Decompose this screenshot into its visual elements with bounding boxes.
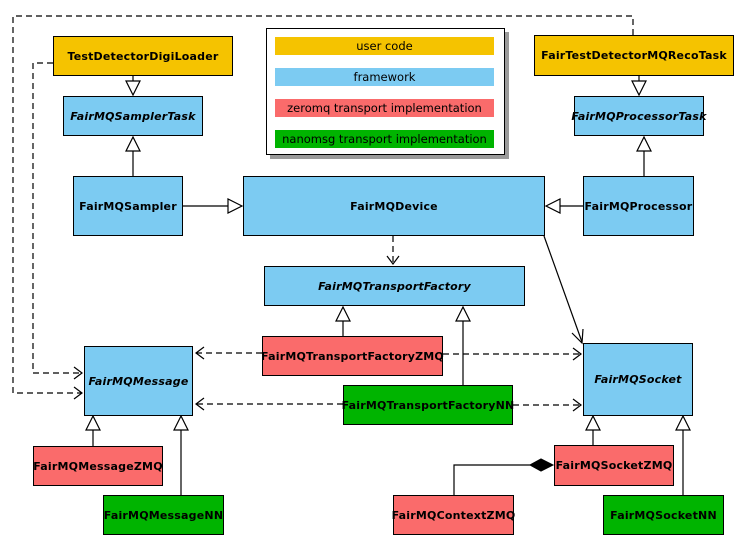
node-fairmqmessage: FairMQMessage bbox=[84, 346, 193, 416]
edge-tfnn-depends-message bbox=[195, 397, 343, 411]
edge-messagenn-extends-message bbox=[173, 414, 189, 495]
node-fairmqsampler: FairMQSampler bbox=[73, 176, 183, 236]
edge-tfnn-extends-transportfactory bbox=[455, 305, 471, 385]
node-fairmqtransportfactoryzmq: FairMQTransportFactoryZMQ bbox=[261, 336, 444, 376]
node-fairmqsocketzmq: FairMQSocketZMQ bbox=[554, 445, 674, 486]
edge-tfnn-depends-socket bbox=[513, 398, 582, 412]
edge-socketzmq-composition-contextzmq bbox=[453, 458, 555, 495]
edge-tfzmq-depends-message bbox=[195, 346, 262, 360]
node-fairmqtransportfactorynn: FairMQTransportFactoryNN bbox=[342, 385, 514, 425]
edge-messagezmq-extends-message bbox=[85, 414, 101, 446]
edge-tfzmq-depends-socket bbox=[443, 347, 582, 361]
edge-processor-extends-device bbox=[544, 198, 583, 214]
node-fairmqmessagezmq: FairMQMessageZMQ bbox=[33, 446, 163, 486]
node-fairmqmessagenn: FairMQMessageNN bbox=[103, 495, 224, 535]
edge-digiloader-extends-samplertask bbox=[125, 76, 141, 97]
edge-processor-extends-processortask bbox=[636, 135, 652, 176]
legend-item-zeromq: zeromq transport implementation bbox=[275, 99, 494, 117]
node-fairmqprocessor: FairMQProcessor bbox=[583, 176, 694, 236]
edge-device-depends-transportfactory bbox=[386, 236, 400, 265]
node-fairmqdevice: FairMQDevice bbox=[243, 176, 545, 236]
legend-item-framework: framework bbox=[275, 68, 494, 86]
node-testdetectordigiloader: TestDetectorDigiLoader bbox=[53, 36, 233, 76]
node-fairmqtransportfactory: FairMQTransportFactory bbox=[264, 266, 525, 306]
edge-sampler-extends-samplertask bbox=[125, 135, 141, 176]
edge-recotask-extends-processortask bbox=[631, 76, 647, 97]
edge-device-association-socket bbox=[543, 235, 584, 345]
node-fairmqprocessortask: FairMQProcessorTask bbox=[571, 96, 706, 136]
edge-recotask-depends-message bbox=[12, 15, 634, 400]
legend-item-user-code: user code bbox=[275, 37, 494, 55]
edge-socketnn-extends-socket bbox=[675, 414, 691, 495]
node-fairtestdetectormqrecotask: FairTestDetectorMQRecoTask bbox=[534, 35, 734, 76]
edge-sampler-extends-device bbox=[183, 198, 244, 214]
edge-socketzmq-extends-socket bbox=[585, 414, 601, 445]
edge-digiloader-depends-message bbox=[32, 62, 83, 380]
legend-box: user code framework zeromq transport imp… bbox=[266, 28, 505, 155]
node-fairmqsamplertask: FairMQSamplerTask bbox=[63, 96, 203, 136]
edge-tfzmq-extends-transportfactory bbox=[335, 305, 351, 336]
node-fairmqcontextzmq: FairMQContextZMQ bbox=[392, 495, 515, 535]
node-fairmqsocketnn: FairMQSocketNN bbox=[603, 495, 724, 535]
node-fairmqsocket: FairMQSocket bbox=[583, 343, 693, 416]
legend-item-nanomsg: nanomsg transport implementation bbox=[275, 130, 494, 148]
